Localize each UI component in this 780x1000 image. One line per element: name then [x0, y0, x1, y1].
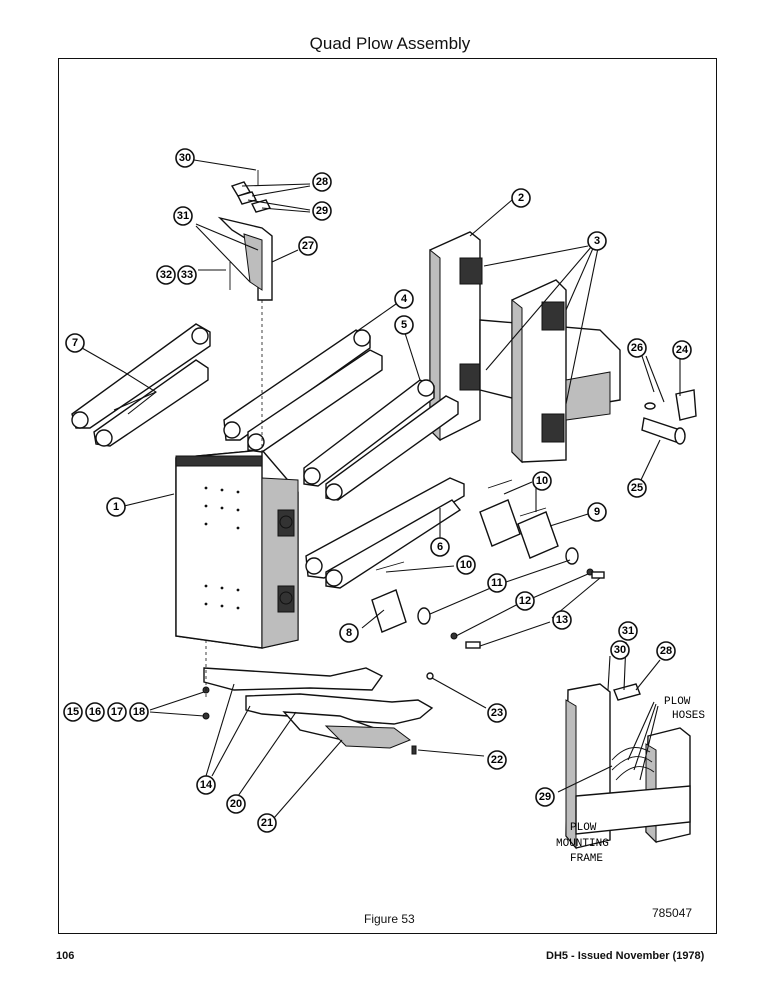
svg-text:24: 24: [676, 344, 689, 356]
callout-13: 13: [552, 610, 572, 630]
callout-2: 2: [511, 188, 531, 208]
svg-text:18: 18: [133, 706, 145, 718]
plow-hoses-label-line1: PLOW: [664, 696, 691, 708]
svg-text:28: 28: [660, 645, 672, 657]
pins-and-fasteners: [371, 479, 605, 649]
callout-18: 18: [129, 702, 149, 722]
callout-9: 9: [587, 502, 607, 522]
callout-22: 22: [487, 750, 507, 770]
callout-24: 24: [672, 340, 692, 360]
svg-text:32: 32: [160, 269, 172, 281]
callout-16: 16: [85, 702, 105, 722]
svg-text:29: 29: [316, 205, 328, 217]
callout-28b: 28: [656, 641, 676, 661]
plow-block-part: [175, 449, 299, 649]
callout-23: 23: [487, 703, 507, 723]
svg-text:25: 25: [631, 482, 643, 494]
svg-text:22: 22: [491, 754, 503, 766]
svg-text:33: 33: [181, 269, 193, 281]
svg-text:8: 8: [346, 627, 352, 639]
svg-text:16: 16: [89, 706, 101, 718]
svg-text:21: 21: [261, 817, 273, 829]
link-arms-part: [71, 323, 465, 589]
svg-text:12: 12: [519, 595, 531, 607]
callout-29b: 29: [535, 787, 555, 807]
svg-text:13: 13: [556, 614, 568, 626]
callout-3: 3: [587, 231, 607, 251]
mounting-frame-inset: [565, 683, 691, 850]
callout-1: 1: [106, 497, 126, 517]
svg-text:20: 20: [230, 798, 242, 810]
callout-4: 4: [394, 289, 414, 309]
callout-5: 5: [394, 315, 414, 335]
callout-30a: 30: [175, 148, 195, 168]
callout-10a: 10: [532, 471, 552, 491]
callout-28a: 28: [312, 172, 332, 192]
callout-8: 8: [339, 623, 359, 643]
svg-text:3: 3: [594, 235, 600, 247]
svg-text:6: 6: [437, 541, 443, 553]
svg-text:9: 9: [594, 506, 600, 518]
figure-label: Figure 53: [364, 912, 415, 926]
svg-text:30: 30: [614, 644, 626, 656]
svg-text:10: 10: [536, 475, 548, 487]
callout-31a: 31: [173, 206, 193, 226]
callout-30b: 30: [610, 640, 630, 660]
svg-text:26: 26: [631, 342, 643, 354]
svg-text:14: 14: [200, 779, 213, 791]
svg-text:5: 5: [401, 319, 407, 331]
page-number: 106: [56, 950, 75, 962]
callout-25: 25: [627, 478, 647, 498]
figure-frame: [58, 58, 717, 934]
svg-text:31: 31: [177, 210, 189, 222]
svg-text:1: 1: [113, 501, 119, 513]
upper-bracket-part: [205, 170, 273, 700]
issue-note: DH5 - Issued November (1978): [546, 950, 705, 962]
svg-text:27: 27: [302, 240, 314, 252]
svg-text:31: 31: [622, 625, 634, 637]
callout-21: 21: [257, 813, 277, 833]
callout-12: 12: [515, 591, 535, 611]
callout-10b: 10: [456, 555, 476, 575]
mounting-frame-label-line1: PLOW: [570, 822, 597, 834]
svg-text:2: 2: [518, 192, 524, 204]
callout-26: 26: [627, 338, 647, 358]
svg-text:11: 11: [491, 577, 503, 589]
svg-text:15: 15: [67, 706, 79, 718]
callout-6: 6: [430, 537, 450, 557]
page-title: Quad Plow Assembly: [309, 34, 471, 53]
callout-33: 33: [177, 265, 197, 285]
svg-text:29: 29: [539, 791, 551, 803]
svg-text:7: 7: [72, 337, 78, 349]
callout-15: 15: [63, 702, 83, 722]
callout-27: 27: [298, 236, 318, 256]
svg-text:10: 10: [460, 559, 472, 571]
svg-text:28: 28: [316, 176, 328, 188]
pin-and-clip-part: [641, 389, 697, 445]
callout-14: 14: [196, 775, 216, 795]
callout-20: 20: [226, 794, 246, 814]
lower-plates-part: [202, 667, 434, 755]
leader-lines: [81, 159, 681, 819]
mounting-frame-label-line3: FRAME: [570, 853, 603, 865]
callout-29a: 29: [312, 201, 332, 221]
svg-text:17: 17: [111, 706, 123, 718]
plow-hoses-label-line2: HOSES: [672, 710, 705, 722]
drawing-number: 785047: [652, 906, 693, 920]
upright-frame-part: [429, 231, 621, 464]
callout-32: 32: [156, 265, 176, 285]
callout-17: 17: [107, 702, 127, 722]
callout-11: 11: [487, 573, 507, 593]
callout-7: 7: [65, 333, 85, 353]
svg-text:23: 23: [491, 707, 503, 719]
mounting-frame-label-line2: MOUNTING: [556, 838, 609, 850]
svg-text:30: 30: [179, 152, 191, 164]
callout-31b: 31: [618, 621, 638, 641]
svg-text:4: 4: [401, 293, 408, 305]
